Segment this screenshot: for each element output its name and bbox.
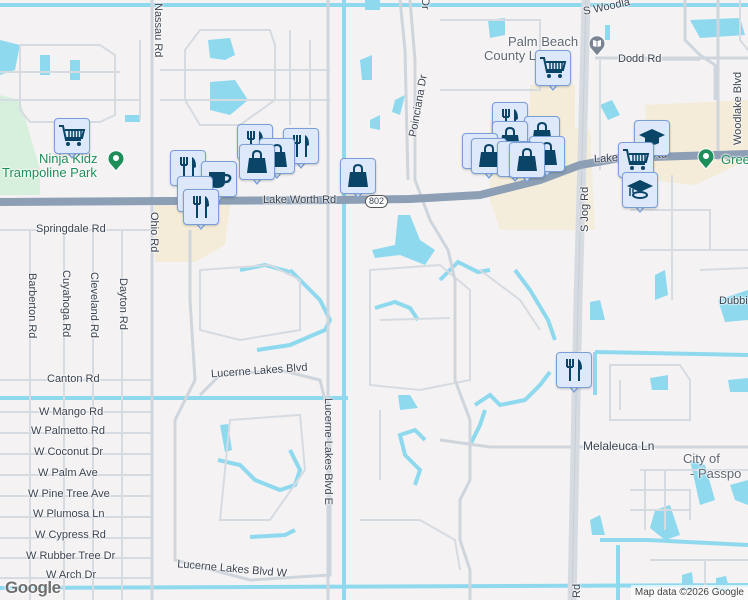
road-label-cleveland: Cleveland Rd (88, 272, 100, 339)
poi-label-ninja-kidz-2[interactable]: Trampoline Park (2, 165, 97, 180)
shopping-cart-icon (59, 125, 86, 146)
shopping-bag-icon (479, 143, 499, 167)
road-label-lake-worth-west: Lake Worth Rd (263, 194, 337, 206)
road-label-dubbin: Dubbi (719, 295, 748, 307)
poi-label-city-2[interactable]: - Passpo (690, 466, 742, 481)
shopping-bag-icon (247, 149, 267, 173)
coffee-cup-icon (209, 172, 232, 188)
poi-label-library-2[interactable]: County L... (484, 48, 547, 63)
road-label-w-plumosa: W Plumosa Ln (33, 508, 105, 520)
shopping-cart-icon (540, 57, 567, 78)
grocery-marker[interactable] (535, 50, 571, 96)
route-shield-802: 802 (365, 195, 389, 208)
shopping-marker[interactable] (509, 142, 545, 188)
google-logo[interactable]: Google (5, 578, 61, 597)
road-label-springdale: Springdale Rd (36, 223, 106, 235)
road-label-woodlake: Woodlake Blvd (732, 71, 744, 145)
road-label-canton: Canton Rd (47, 373, 100, 385)
road-label-w-coconut: W Coconut Dr (34, 446, 104, 458)
road-label-cuyahoga: Cuyahoga Rd (60, 270, 72, 338)
grocery-marker[interactable] (54, 118, 90, 164)
road-label-w-arch: W Arch Dr (46, 569, 97, 581)
poi-label-city-1[interactable]: City of (683, 451, 720, 466)
library-book-pin-icon[interactable] (588, 35, 606, 57)
restaurant-marker[interactable] (556, 352, 592, 398)
road-label-barberton: Barberton Rd (26, 273, 38, 339)
graduation-cap-icon (639, 129, 665, 145)
road-label-w-pine-tree: W Pine Tree Ave (28, 488, 110, 500)
poi-label-greenacres[interactable]: Gree (721, 152, 748, 167)
shopping-marker[interactable] (239, 144, 275, 190)
fork-knife-icon (180, 157, 196, 179)
shopping-bag-icon (517, 147, 537, 171)
graduation-cap-icon (627, 180, 653, 199)
greenacres-pin-icon[interactable] (697, 148, 715, 170)
map-data-attribution[interactable]: Map data ©2026 Google (630, 585, 748, 600)
shopping-bag-icon (348, 163, 368, 187)
road-label-s-jog-south: Rd (571, 583, 583, 598)
school-marker[interactable] (622, 172, 658, 218)
road-label-dayton: Dayton Rd (117, 278, 129, 330)
road-label-w-palm: W Palm Ave (38, 467, 98, 479)
road-label-nassau: Nassau Rd (152, 3, 164, 58)
road-label-w-mango: W Mango Rd (39, 406, 104, 418)
road-label-w-cypress: W Cypress Rd (35, 529, 106, 541)
shopping-cart-icon (623, 149, 650, 170)
fork-knife-icon (566, 359, 582, 381)
shopping-marker[interactable] (340, 158, 376, 204)
ninja-kidz-pin-icon[interactable] (107, 150, 125, 172)
road-label-top-partial: Dr (419, 0, 431, 10)
poi-label-library-1[interactable]: Palm Beach (508, 34, 579, 49)
road-label-w-rubber-tree: W Rubber Tree Dr (26, 550, 116, 562)
road-label-ohio: Ohio Rd (148, 212, 160, 253)
road-label-melaleuca: Melaleuca Ln (583, 439, 655, 453)
fork-knife-icon (193, 196, 209, 218)
road-label-dodd: Dodd Rd (618, 53, 662, 65)
road-label-w-palmetto: W Palmetto Rd (31, 425, 105, 437)
road-label-s-jog-north: S Jog Rd (579, 186, 591, 232)
road-label-lucerne-lakes-blvd-e: Lucerne Lakes Blvd E (322, 398, 334, 506)
restaurant-marker[interactable] (183, 189, 219, 235)
